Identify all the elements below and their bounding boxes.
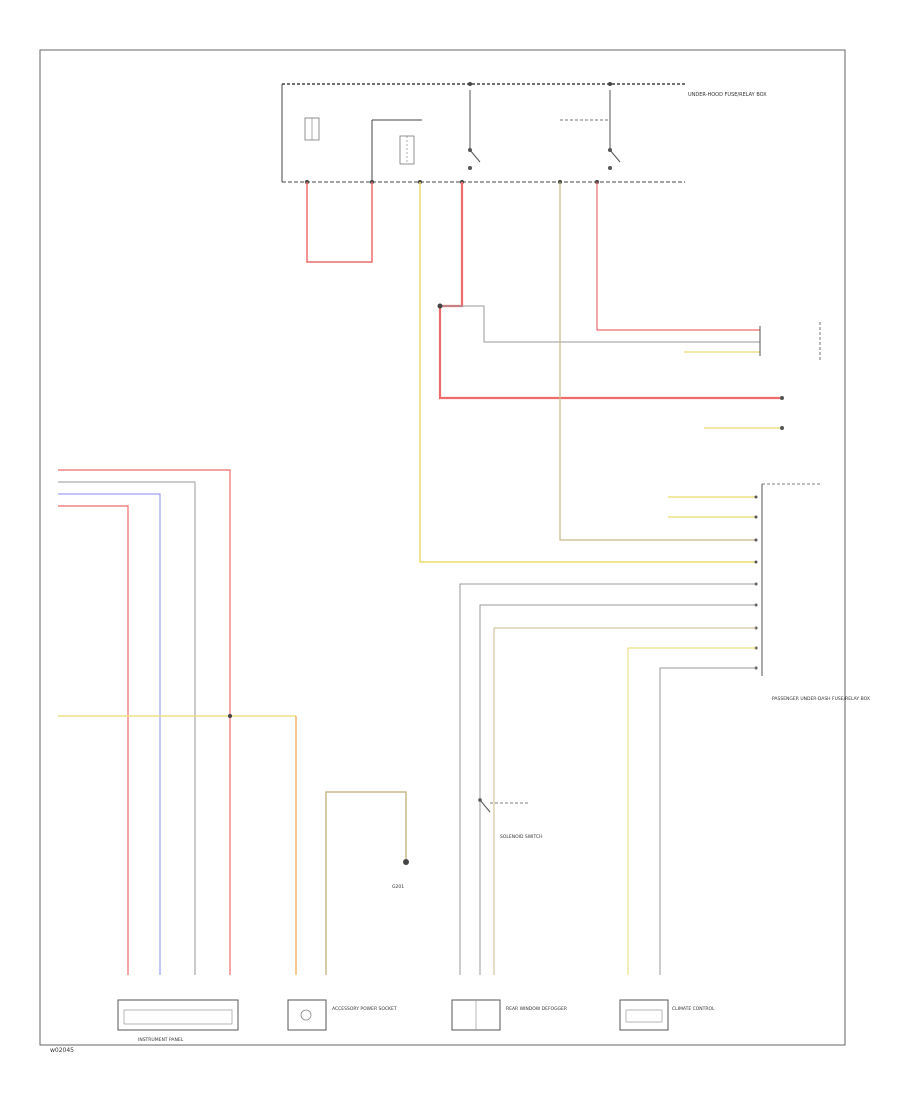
solenoid-switch-label: SOLENOID SWITCH bbox=[500, 834, 543, 840]
wire-gray-1 bbox=[459, 583, 756, 975]
wire-yellow-main bbox=[419, 182, 756, 563]
wire-tan bbox=[559, 182, 756, 541]
right-connector-body bbox=[754, 483, 822, 676]
wire-tan-2 bbox=[493, 627, 756, 975]
accessory-socket-label: ACCESSORY POWER SOCKET bbox=[332, 1006, 397, 1012]
left-connector bbox=[117, 999, 239, 1031]
fuse-box-switch-2 bbox=[560, 90, 621, 170]
wire-left-gray-1 bbox=[58, 481, 196, 975]
wire-ground-loop bbox=[325, 791, 407, 975]
wire-gray-branch bbox=[440, 305, 760, 343]
wire-red-right bbox=[596, 182, 760, 331]
left-connector-label: INSTRUMENT PANEL bbox=[138, 1037, 184, 1043]
climate-control-label: CLIMATE CONTROL bbox=[672, 1006, 715, 1012]
fuse-box-fuse bbox=[304, 117, 320, 141]
solenoid-switch bbox=[478, 798, 530, 813]
fuse-box-switch-1 bbox=[468, 90, 481, 170]
footer-code: w02045 bbox=[50, 1047, 74, 1054]
wire-left-red-2 bbox=[58, 505, 129, 975]
wire-gray-2 bbox=[479, 604, 756, 975]
accessory-socket bbox=[287, 999, 327, 1031]
wire-left-red-1 bbox=[58, 469, 231, 975]
wire-yellow-ac bbox=[627, 647, 756, 975]
wire-gray-ac bbox=[659, 667, 756, 975]
left-ground-label: G201 bbox=[392, 884, 404, 890]
fuse-relay-box-label: UNDER-HOOD FUSE/RELAY BOX bbox=[688, 92, 767, 98]
top-right-connector bbox=[759, 322, 821, 430]
right-connector-label: PASSENGER UNDER-DASH FUSE/RELAY BOX bbox=[772, 696, 870, 702]
rear-window-defogger-label: REAR WINDOW DEFOGGER bbox=[506, 1006, 567, 1012]
diagram-frame bbox=[39, 49, 846, 1046]
wire-red-heavy bbox=[438, 182, 782, 400]
fuse-box-relay bbox=[371, 119, 422, 182]
wire-red-loop bbox=[306, 182, 373, 263]
wire-left-blue bbox=[58, 493, 161, 975]
fuse-relay-box bbox=[281, 82, 685, 184]
climate-control bbox=[619, 999, 669, 1031]
rear-window-defogger bbox=[451, 999, 501, 1031]
